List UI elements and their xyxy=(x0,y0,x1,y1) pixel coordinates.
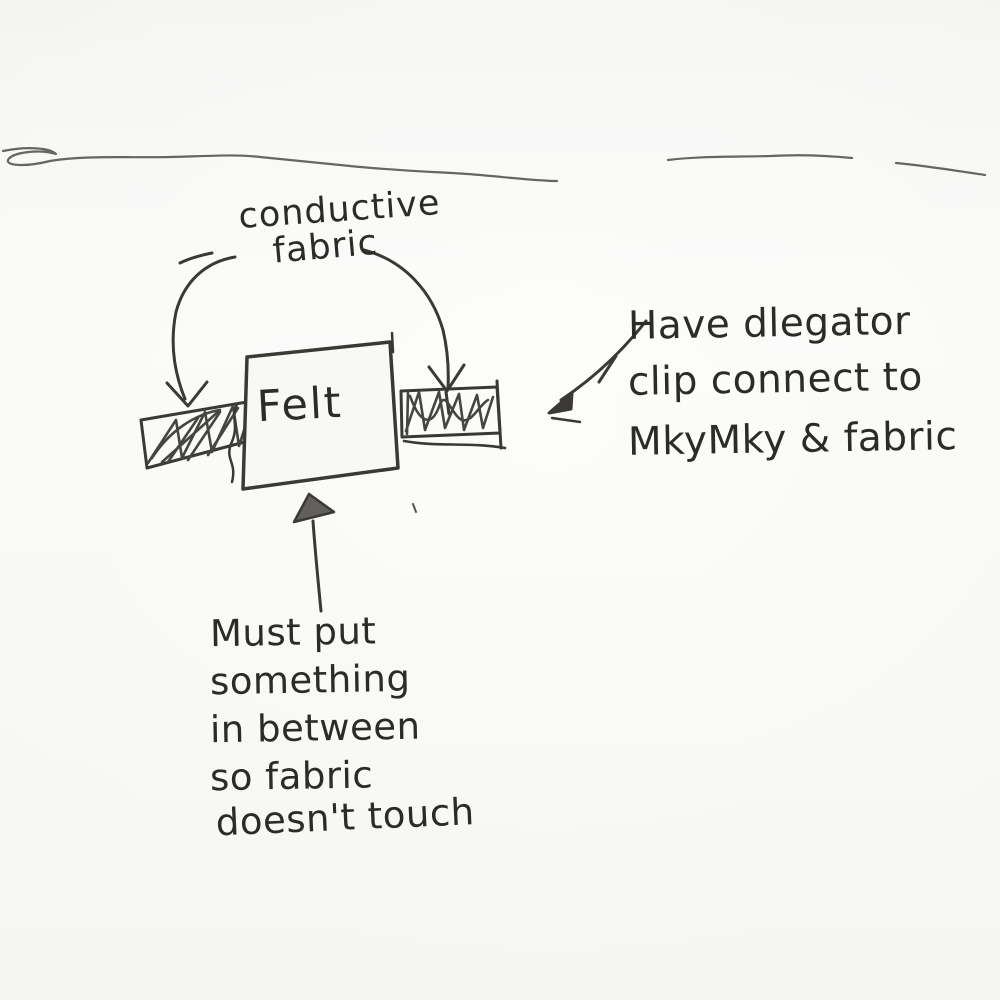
felt-box-outline xyxy=(241,340,400,491)
alligator-clip-note-line2: clip connect to xyxy=(627,354,924,405)
page-rule-line xyxy=(1,147,987,183)
felt-box xyxy=(228,331,400,491)
clip-arrowhead-icon xyxy=(547,391,574,415)
clip-note-slash-stroke xyxy=(597,354,618,384)
felt-label: Felt xyxy=(255,377,344,433)
felt-box-left-edge-scribble xyxy=(228,402,239,484)
spacer-note: Must put something in between so fabric … xyxy=(209,608,476,848)
spacer-note-arrow xyxy=(292,492,336,613)
stray-pen-mark xyxy=(412,503,417,513)
spacer-arrowhead-icon xyxy=(292,492,336,524)
spacer-note-line1: Must put xyxy=(209,609,377,656)
spacer-note-line3: in between xyxy=(209,704,421,752)
right-fabric-strip xyxy=(399,379,507,450)
left-arc-curve xyxy=(171,255,237,401)
alligator-clip-note-line3: MkyMky & fabric xyxy=(627,414,958,465)
hatch-scribble xyxy=(405,391,410,436)
alligator-clip-note: Have dlegator clip connect to MkyMky & f… xyxy=(627,296,958,465)
alligator-clip-note-line1: Have dlegator xyxy=(627,298,911,349)
clip-arrow-shaft xyxy=(559,319,648,402)
rule-segment-middle xyxy=(666,154,854,162)
right-strip-hatching xyxy=(404,390,495,436)
right-strip-edge-overshoot xyxy=(495,379,503,450)
clip-note-arrow xyxy=(547,319,648,424)
hatch-scribble xyxy=(166,406,240,464)
spacer-arrow-stem xyxy=(311,519,323,613)
left-strip-hatching xyxy=(146,404,253,465)
spacer-note-line2: something xyxy=(209,656,411,704)
left-arc-arrow xyxy=(165,251,237,408)
felt-box-right-edge-overshoot xyxy=(390,331,395,354)
clip-arrowhead-extra-stroke xyxy=(550,416,582,424)
conductive-fabric-label: conductive fabric xyxy=(232,183,447,272)
rule-segment-left xyxy=(1,147,559,183)
left-arrowhead-icon xyxy=(165,380,209,408)
hatch-scribble xyxy=(408,394,490,422)
spacer-note-line5: doesn't touch xyxy=(214,790,476,845)
rule-segment-right xyxy=(894,161,987,177)
left-arc-tail-dash xyxy=(178,251,214,265)
right-arc-curve xyxy=(362,248,450,390)
hatch-scribble xyxy=(146,404,253,465)
right-strip-bottom-double-line xyxy=(402,439,507,450)
